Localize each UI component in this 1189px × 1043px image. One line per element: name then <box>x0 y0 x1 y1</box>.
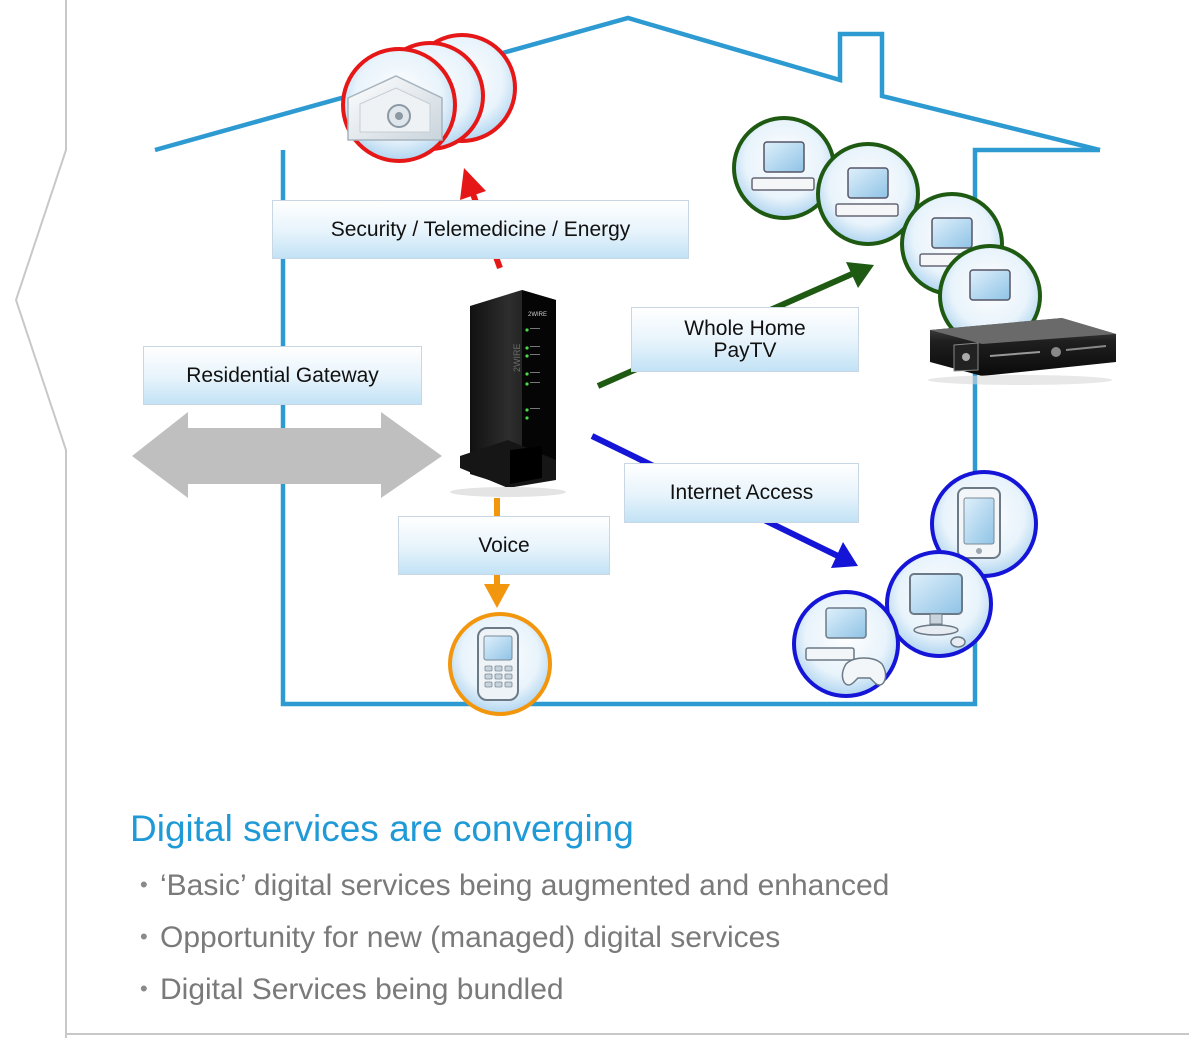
bullet-dot-icon: • <box>140 872 148 897</box>
residential-gateway-label-text: Residential Gateway <box>186 363 379 387</box>
paytv-label-line2: PayTV <box>713 338 777 362</box>
bullet-dot-icon: • <box>140 924 148 949</box>
slide-heading: Digital services are converging <box>130 808 634 849</box>
tv-settop-icon <box>938 244 1042 348</box>
router-device-icon: 2WIRE 2WIRE <box>450 290 566 497</box>
security-services-label-text: Security / Telemedicine / Energy <box>330 217 631 241</box>
game-console-icon <box>792 590 900 698</box>
voice-label: Voice <box>398 516 610 575</box>
bullet-item: • ‘Basic’ digital services being augmente… <box>140 869 890 902</box>
residential-gateway-label: Residential Gateway <box>143 346 422 405</box>
security-house-icon <box>347 75 443 141</box>
bullet-text: ‘Basic’ digital services being augmented… <box>160 869 890 902</box>
bullet-text: Opportunity for new (managed) digital se… <box>160 921 781 954</box>
bullet-text: Digital Services being bundled <box>160 973 564 1006</box>
tv-settop-icon <box>732 116 836 220</box>
settop-box-icon <box>928 318 1116 385</box>
bullet-dot-icon: • <box>140 976 148 1001</box>
house-outline <box>154 15 1101 707</box>
tv-settop-icon <box>816 142 920 246</box>
svg-text:2WIRE: 2WIRE <box>528 312 547 318</box>
slide-frame <box>14 0 1189 1038</box>
paytv-label: Whole Home PayTV <box>631 307 859 372</box>
internet-access-label-text: Internet Access <box>669 481 814 504</box>
voice-label-text: Voice <box>478 533 530 557</box>
paytv-label-line1: Whole Home <box>684 316 806 340</box>
svg-text:2WIRE: 2WIRE <box>512 343 522 372</box>
security-services-label: Security / Telemedicine / Energy <box>272 200 689 259</box>
internet-access-label: Internet Access <box>624 463 859 523</box>
paytv-icon-group <box>732 116 1042 348</box>
bullet-item: • Digital Services being bundled <box>140 973 889 1006</box>
mobile-phone-icon <box>448 612 552 716</box>
internet-icon-group <box>792 470 1038 698</box>
tablet-icon <box>930 470 1038 578</box>
bullet-item: • Opportunity for new (managed) digital s… <box>140 921 889 954</box>
bullet-list: • ‘Basic’ digital services being augmente… <box>140 848 890 1006</box>
desktop-computer-icon <box>885 550 993 658</box>
security-icon-group <box>341 33 517 163</box>
gateway-double-arrow <box>132 412 442 498</box>
